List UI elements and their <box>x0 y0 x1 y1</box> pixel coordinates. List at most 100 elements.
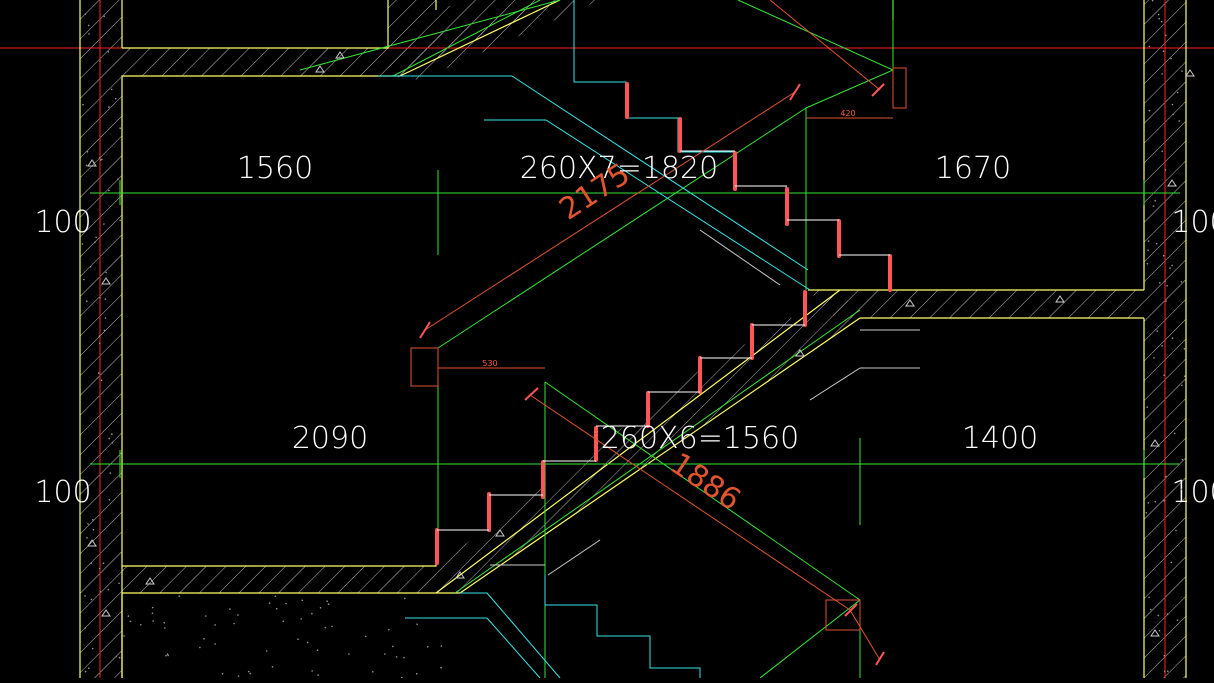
speckle-dot <box>1148 45 1151 48</box>
speckle-dot <box>268 602 271 604</box>
speckle-dot <box>94 241 96 244</box>
speckle-dot <box>90 562 92 564</box>
speckle-dot <box>1171 337 1174 340</box>
speckle-dot <box>1154 199 1156 202</box>
upper-right-width-label: 1670 <box>935 151 1011 186</box>
speckle-dot <box>1175 529 1177 532</box>
speckle-dot <box>1167 670 1169 672</box>
speckle-dot <box>105 271 107 274</box>
speckle-dot <box>1173 432 1176 435</box>
speckle-dot <box>404 597 406 600</box>
right-offset-bottom-label: 100 <box>1171 475 1214 510</box>
speckle-dot <box>1163 500 1165 502</box>
speckle-dot <box>103 15 105 18</box>
speckle-dot <box>249 672 251 675</box>
speckle-dot <box>1163 654 1166 657</box>
speckle-dot <box>1153 357 1155 359</box>
speckle-dot <box>1163 374 1165 377</box>
speckle-dot <box>1157 614 1159 617</box>
speckle-dot <box>104 277 107 280</box>
lower-right-width-label: 1400 <box>962 421 1038 456</box>
speckle-dot <box>92 528 95 531</box>
speckle-dot <box>107 51 110 53</box>
wall-hatching <box>80 0 1186 678</box>
speckle-dot <box>364 635 367 638</box>
speckle-dot <box>233 622 235 625</box>
speckle-dot <box>285 602 287 605</box>
speckle-dot <box>1154 500 1157 503</box>
speckle-dot <box>327 603 330 605</box>
right-offset-top-label: 100 <box>1171 205 1214 240</box>
stair-treads <box>437 150 890 531</box>
speckle-dot <box>1156 330 1158 332</box>
speckle-dot <box>1150 608 1152 611</box>
speckle-dot <box>416 623 418 625</box>
speckle-dot <box>102 562 105 564</box>
speckle-dot <box>199 646 201 649</box>
speckle-dot <box>107 588 110 591</box>
speckle-dot <box>205 615 207 617</box>
speckle-dot <box>229 608 231 610</box>
lower-slope-length-label: 1886 <box>664 446 747 518</box>
speckle-dot <box>103 223 105 225</box>
speckle-dot <box>86 151 89 153</box>
speckle-dot <box>1161 73 1163 75</box>
speckle-dot <box>1183 348 1186 350</box>
speckle-dot <box>119 219 121 222</box>
speckle-dot <box>271 666 274 668</box>
speckle-dot <box>108 499 111 501</box>
speckle-dot <box>1148 596 1150 599</box>
speckle-dot <box>1152 445 1155 447</box>
speckle-dot <box>1161 345 1163 347</box>
speckle-dot <box>395 656 398 658</box>
speckle-dot <box>372 671 374 673</box>
speckle-dot <box>300 618 303 620</box>
speckle-dot <box>388 629 390 631</box>
speckle-dot <box>111 433 113 435</box>
speckle-dot <box>319 607 322 609</box>
speckle-dot <box>1165 475 1167 478</box>
dimension-ticks <box>419 83 885 666</box>
speckle-dot <box>265 650 268 652</box>
speckle-dot <box>1165 300 1167 302</box>
speckle-dot <box>426 646 429 648</box>
speckle-dot <box>1146 262 1149 265</box>
speckle-dot <box>1180 281 1183 283</box>
speckle-dot <box>167 654 169 657</box>
speckle-dot <box>118 582 120 585</box>
speckle-dot <box>114 97 117 100</box>
stair-risers <box>435 82 892 565</box>
speckle-dot <box>178 595 180 597</box>
speckle-dot <box>1184 375 1186 378</box>
speckle-dot <box>1166 285 1168 287</box>
speckle-dot <box>392 645 394 648</box>
dimension-labels: 1560 260X7=1820 1670 2090 260X6=1560 140… <box>34 109 1214 518</box>
speckle-dot <box>221 673 224 675</box>
speckle-dot <box>99 60 101 62</box>
speckle-dot <box>99 297 101 299</box>
speckle-dot <box>317 674 319 676</box>
speckle-dot <box>311 612 313 615</box>
lower-left-width-label: 2090 <box>292 421 368 456</box>
speckle-dot <box>282 620 285 623</box>
speckle-dot <box>84 595 86 597</box>
speckle-dot <box>1161 150 1163 153</box>
speckle-dot <box>164 627 166 629</box>
speckle-dot <box>1158 17 1160 20</box>
speckle-dot <box>306 641 309 644</box>
speckle-dot <box>1147 249 1149 251</box>
left-offset-top-label: 100 <box>34 205 91 240</box>
speckle-dot <box>1162 254 1165 257</box>
speckle-dot <box>86 537 88 539</box>
upper-left-width-label: 1560 <box>237 151 313 186</box>
speckle-dot <box>1171 264 1173 267</box>
speckle-dot <box>274 595 277 598</box>
speckle-dot <box>1159 282 1161 284</box>
speckle-dot <box>297 638 299 640</box>
speckle-dot <box>100 379 103 382</box>
speckle-dot <box>214 643 216 645</box>
speckle-dot <box>1151 0 1154 2</box>
speckle-dot <box>151 612 154 615</box>
speckle-dot <box>117 178 119 181</box>
